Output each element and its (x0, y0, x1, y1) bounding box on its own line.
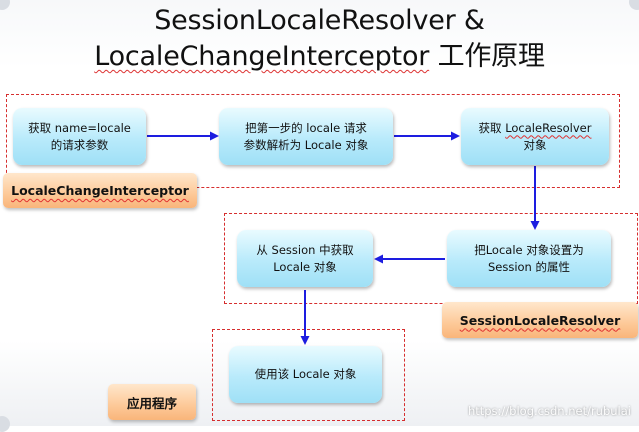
step-get-locale-param: 获取 name=locale 的请求参数 (13, 108, 146, 165)
resolver-group-box (224, 213, 638, 304)
step-3-prefix: 获取 (478, 120, 506, 135)
tag-app-text: 应用程序 (126, 395, 177, 411)
title-line-1: SessionLocaleResolver & (0, 4, 639, 38)
step-6-text: 使用该 Locale 对象 (254, 367, 357, 381)
step-3-suffix: 对象 (523, 137, 547, 152)
title-text-2-suffix: 工作原理 (437, 41, 545, 72)
corner-decoration (0, 0, 10, 10)
step-use-locale: 使用该 Locale 对象 (229, 346, 382, 403)
corner-decoration (629, 0, 639, 10)
tag-interceptor-text: LocaleChangeInterceptor (11, 183, 189, 198)
step-get-locale-resolver: 获取 LocaleResolver 对象 (461, 108, 609, 165)
title-line-2: LocaleChangeInterceptor 工作原理 (0, 40, 639, 74)
step-3-text: 获取 LocaleResolver 对象 (479, 120, 592, 154)
interceptor-group-box (6, 94, 620, 188)
step-parse-locale: 把第一步的 locale 请求 参数解析为 Locale 对象 (219, 108, 393, 165)
tag-resolver-text: SessionLocaleResolver (459, 312, 621, 328)
title-text-2-main: LocaleChangeInterceptor (94, 41, 430, 72)
tag-locale-change-interceptor: LocaleChangeInterceptor (3, 173, 197, 208)
step-get-from-session: 从 Session 中获取 Locale 对象 (237, 230, 373, 287)
corner-decoration (0, 416, 10, 432)
application-group-box (212, 329, 405, 421)
step-1-text: 获取 name=locale 的请求参数 (28, 120, 131, 152)
watermark-text: https://blog.csdn.net/rubulai (467, 404, 631, 418)
step-4-text: 把Locale 对象设置为 Session 的属性 (474, 242, 584, 274)
step-3-link: LocaleResolver (505, 120, 592, 135)
tag-session-locale-resolver: SessionLocaleResolver (442, 302, 638, 338)
step-5-text: 从 Session 中获取 Locale 对象 (256, 242, 354, 274)
tag-application: 应用程序 (108, 384, 196, 420)
step-set-session-attribute: 把Locale 对象设置为 Session 的属性 (447, 230, 611, 287)
title-text-1: SessionLocaleResolver & (154, 5, 485, 36)
step-2-text: 把第一步的 locale 请求 参数解析为 Locale 对象 (243, 120, 369, 152)
